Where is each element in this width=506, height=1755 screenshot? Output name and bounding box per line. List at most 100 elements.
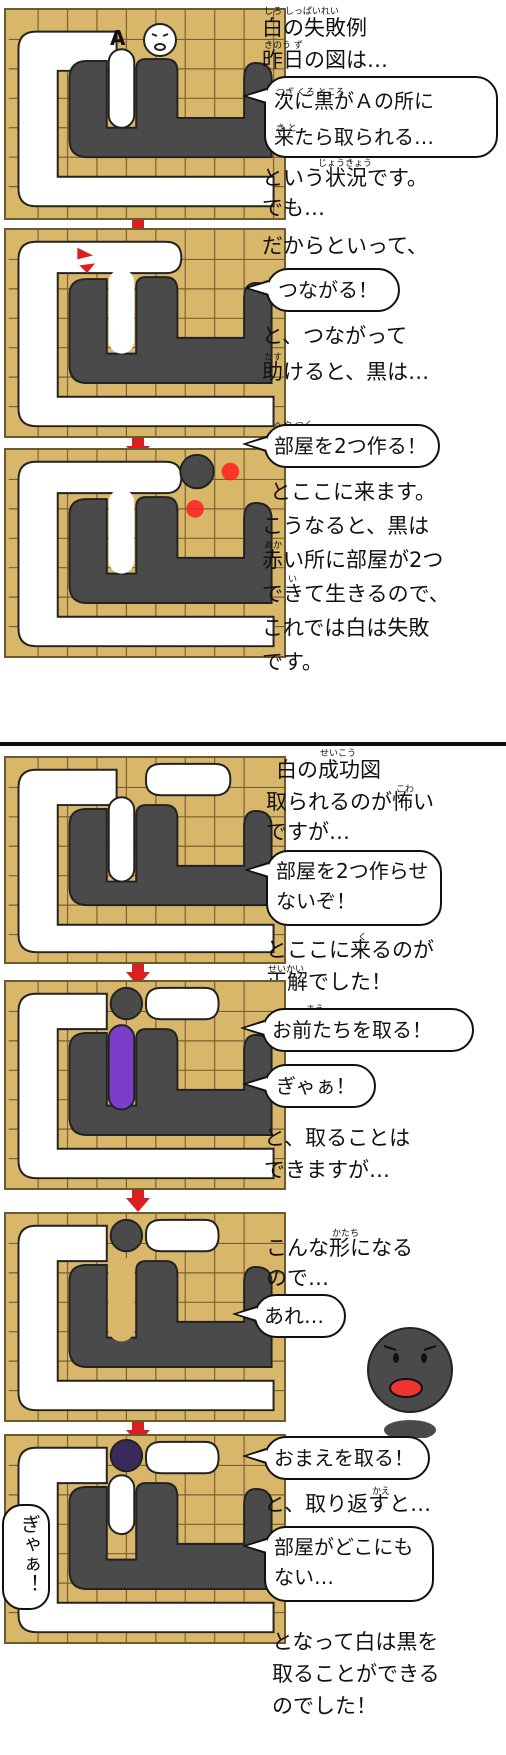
black-group xyxy=(68,276,273,385)
speech-bubble-white: つながる！ xyxy=(244,268,400,312)
white-inner xyxy=(107,796,136,883)
arrow-stem-4 xyxy=(132,964,144,974)
board-diagram-3 xyxy=(8,450,284,656)
board-diagram-2 xyxy=(8,230,284,436)
board-diagram-7 xyxy=(8,1436,284,1642)
worried-white-stone-icon xyxy=(143,23,177,57)
speech-bubble-black: 部屋を2つ作る！ xyxy=(242,424,440,468)
narration-text: です。 xyxy=(262,650,323,674)
board-diagram-4 xyxy=(8,758,284,962)
narration-text: 取ることができる xyxy=(272,1662,440,1686)
title-ruby: せいこう xyxy=(320,749,357,759)
bubble-text: つながる！ xyxy=(278,278,378,302)
arrow-stem-1 xyxy=(132,220,144,230)
white-group xyxy=(17,992,275,1180)
empty-point xyxy=(108,1257,135,1342)
board-diagram-5 xyxy=(8,982,284,1188)
black-stone-icon xyxy=(179,453,215,490)
go-board-panel-1: A xyxy=(4,8,286,220)
bubble-text: ぎゃぁ！ xyxy=(276,1074,356,1098)
bubble-text: ない… xyxy=(274,1565,334,1589)
black-group xyxy=(68,58,273,159)
white-group xyxy=(17,30,275,208)
narration-text: のでした！ xyxy=(272,1694,377,1718)
go-board-panel-2 xyxy=(4,228,286,438)
worried-black-stone-character-icon xyxy=(367,1327,453,1438)
narration-text: できますが… xyxy=(264,1158,390,1182)
black-stone-icon xyxy=(109,1218,144,1253)
white-group xyxy=(17,1224,275,1412)
down-arrow-5 xyxy=(126,1198,150,1212)
line-ruby: こわ xyxy=(396,785,415,795)
vertical-speech-bubble: ぎゃぁ！ xyxy=(2,1504,50,1610)
bubble-text: ないぞ！ xyxy=(276,889,356,913)
black-group xyxy=(68,804,273,907)
arrow-stem-2 xyxy=(132,438,144,448)
narration-text: となって白は黒を xyxy=(272,1630,439,1654)
line-ruby: せいかい xyxy=(268,965,305,975)
bubble-text: 来たら取られる… xyxy=(274,125,434,149)
white-stone-pair xyxy=(145,762,232,797)
narration-text: 赤い所に部屋が2つ xyxy=(262,548,444,572)
narration-text: ので… xyxy=(266,1266,329,1290)
bubble-ruby: つぎ くろ ところ xyxy=(276,88,345,98)
captured-white-stone xyxy=(107,1024,136,1111)
white-stone-placed xyxy=(107,1474,136,1536)
narration-text: とここに来るのが xyxy=(266,938,434,962)
red-eye-point xyxy=(221,462,240,481)
speech-bubble-black: お前たちを取る！ xyxy=(240,1008,474,1052)
line-ruby: かたち xyxy=(332,1229,360,1239)
speech-bubble-white: おまえを取る！ xyxy=(242,1436,430,1480)
narration-text: 正解でした！ xyxy=(266,970,392,994)
speech-bubble-black: 部屋がどこにも ない… xyxy=(242,1526,434,1602)
narration-text: という状況です。 xyxy=(262,166,428,190)
arrow-stem-6 xyxy=(132,1422,144,1432)
narration-text: こんな形になる xyxy=(266,1236,413,1260)
bubble-text: お前たちを取る！ xyxy=(272,1018,432,1042)
bubble-text: あれ… xyxy=(264,1304,324,1328)
line-ruby: あか xyxy=(264,541,283,551)
board-diagram-1 xyxy=(8,10,284,218)
point-a-label: A xyxy=(110,26,126,50)
go-board-panel-5 xyxy=(4,980,286,1190)
section-divider xyxy=(0,742,506,746)
black-group xyxy=(68,496,273,605)
narration-text: できて生きるので、 xyxy=(262,582,450,606)
black-stone-icon xyxy=(109,986,144,1021)
line-ruby: じょうきょう xyxy=(318,159,373,169)
line-ruby: く xyxy=(358,933,368,943)
speech-bubble-white: 部屋を2つ作らせ ないぞ！ xyxy=(244,850,442,926)
arrow-stem-5 xyxy=(132,1190,144,1200)
white-inner xyxy=(108,269,135,354)
narration-text: ですが… xyxy=(266,820,350,844)
narration-text: これでは白は失敗 xyxy=(262,616,430,640)
bubble-text: ぎゃぁ！ xyxy=(17,1514,41,1594)
narration-text: 昨日の図は… xyxy=(262,48,388,72)
narration-text: と、取ることは xyxy=(264,1126,411,1150)
narration-text: だからといって、 xyxy=(262,234,428,258)
line-ruby: かえ xyxy=(372,1487,391,1497)
narration-text: 助けると、黒は… xyxy=(262,360,430,384)
speech-bubble-black: つぎ くろ ところ 次に黒がＡの所に き と 来たら取られる… xyxy=(242,76,498,158)
board-diagram-6 xyxy=(8,1214,284,1420)
white-stone-pair xyxy=(145,1218,220,1253)
go-board-panel-4 xyxy=(4,756,286,964)
narration-text: 取られるのが怖い xyxy=(266,790,434,814)
speech-bubble-white: ぎゃぁ！ xyxy=(242,1064,376,1108)
bubble-text: 部屋がどこにも xyxy=(274,1535,414,1559)
bubble-text: 部屋を2つ作らせ xyxy=(276,859,429,883)
line-ruby: い xyxy=(288,575,298,585)
section-title-success: 白の成功図 xyxy=(276,758,381,782)
line-ruby: きのう ず xyxy=(264,41,303,51)
red-eye-point xyxy=(186,500,204,518)
bubble-text: 次に黒がＡの所に xyxy=(274,89,434,113)
go-board-panel-6 xyxy=(4,1212,286,1422)
white-inner xyxy=(108,489,135,574)
bubble-text: おまえを取る！ xyxy=(274,1446,414,1470)
captured-black-stone xyxy=(109,1438,144,1473)
line-ruby: たす xyxy=(264,353,283,363)
white-group xyxy=(17,460,275,648)
white-stone-pair xyxy=(145,1440,220,1475)
section-title-failure: 白の失敗例 xyxy=(262,16,367,40)
white-stone-pair xyxy=(145,986,220,1021)
